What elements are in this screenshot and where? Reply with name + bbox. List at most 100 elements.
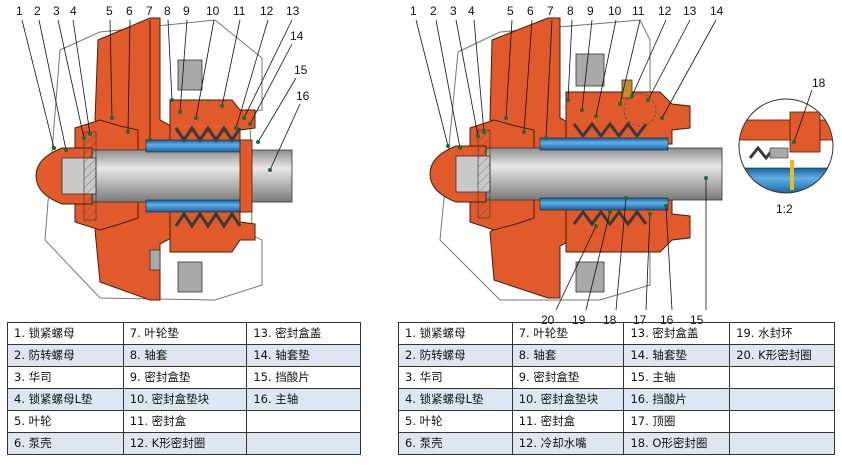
k-seal-top-right [572, 121, 648, 139]
table-row: 1. 锁紧螺母 7. 叶轮垫 13. 密封盒盖 [7, 322, 361, 345]
table-row: 5. 叶轮 11. 密封盒 [7, 410, 361, 433]
callout-r13: 13 [683, 4, 697, 18]
callout-r7: 7 [547, 4, 554, 18]
table-cell: 12. 冷却水嘴 [511, 432, 625, 455]
table-cell: 13. 密封盒盖 [246, 322, 361, 345]
parts-table-right: 1. 锁紧螺母 7. 叶轮垫 13. 密封盒盖 19. 水封环 2. 防转螺母 … [398, 322, 835, 455]
table-cell: 14. 轴套垫 [623, 344, 731, 367]
table-row: 5. 叶轮 11. 密封盒 17. 顶圈 [398, 410, 835, 433]
table-cell: 4. 锁紧螺母L垫 [398, 388, 513, 411]
callout-l9: 9 [183, 4, 190, 18]
main-shaft [91, 149, 293, 203]
table-cell: 11. 密封盒 [511, 410, 625, 433]
table-cell: 15. 挡酸片 [246, 366, 361, 389]
callout-r8: 8 [567, 4, 574, 18]
callout-r6: 6 [527, 4, 534, 18]
table-cell: 1. 锁紧螺母 [7, 322, 124, 345]
table-cell: 8. 轴套 [511, 344, 625, 367]
shaft-sleeve-bottom [145, 199, 251, 213]
table-cell: 16. 主轴 [246, 388, 361, 411]
table-cell: 13. 密封盒盖 [623, 322, 731, 345]
callout-r1: 1 [410, 4, 417, 18]
callout-r3: 3 [450, 4, 457, 18]
table-cell: 6. 泵壳 [7, 432, 124, 455]
callout-l4: 4 [70, 4, 77, 18]
table-row: 2. 防转螺母 8. 轴套 14. 轴套垫 [7, 344, 361, 367]
detail-callout: 18 [812, 76, 826, 90]
callout-r11: 11 [632, 4, 645, 18]
table-row: 3. 华司 9. 密封盒垫 15. 主轴 [398, 366, 835, 389]
callout-l16: 16 [296, 89, 310, 103]
k-seal-bottom [174, 211, 242, 229]
table-cell: 2. 防转螺母 [398, 344, 513, 367]
parts-table-left: 1. 锁紧螺母 7. 叶轮垫 13. 密封盒盖 2. 防转螺母 8. 轴套 14… [7, 322, 361, 455]
table-cell: 5. 叶轮 [7, 410, 124, 433]
callout-l15: 15 [294, 63, 308, 77]
table-cell: 1. 锁紧螺母 [398, 322, 513, 345]
callout-r10: 10 [608, 4, 622, 18]
table-cell: 7. 叶轮垫 [122, 322, 248, 345]
table-cell: 6. 泵壳 [398, 432, 513, 455]
callout-l10: 10 [206, 4, 220, 18]
table-cell: 10. 密封盒垫块 [511, 388, 625, 411]
callout-r2: 2 [430, 4, 437, 18]
callout-l3: 3 [53, 4, 60, 18]
table-row: 1. 锁紧螺母 7. 叶轮垫 13. 密封盒盖 19. 水封环 [398, 322, 835, 345]
table-cell: 5. 叶轮 [398, 410, 513, 433]
table-cell: 12. K形密封圈 [122, 432, 248, 455]
shaft-sleeve-bottom-right [539, 197, 669, 211]
detail-scale: 1:2 [776, 202, 793, 216]
callout-l7: 7 [146, 4, 153, 18]
table-cell: 18. O形密封圈 [623, 432, 731, 455]
callout-r5: 5 [507, 4, 514, 18]
table-cell: 8. 轴套 [122, 344, 248, 367]
callout-l5: 5 [106, 4, 113, 18]
left-assembly [35, 17, 293, 301]
table-cell [729, 388, 835, 411]
table-row: 3. 华司 9. 密封盒垫 15. 挡酸片 [7, 366, 361, 389]
right-assembly [429, 17, 723, 301]
table-cell: 15. 主轴 [623, 366, 731, 389]
table-cell: 11. 密封盒 [122, 410, 248, 433]
callout-l6: 6 [126, 4, 133, 18]
table-row: 2. 防转螺母 8. 轴套 14. 轴套垫 20. K形密封圈 [398, 344, 835, 367]
table-row: 4. 锁紧螺母L垫 10. 密封盒垫块 16. 主轴 [7, 388, 361, 411]
table-cell [729, 410, 835, 433]
table-cell: 9. 密封盒垫 [511, 366, 625, 389]
k-seal-bottom-right [572, 209, 648, 227]
callout-l8: 8 [164, 4, 171, 18]
table-row: 6. 泵壳 12. 冷却水嘴 18. O形密封圈 [398, 432, 835, 455]
left-callouts: 1 2 3 4 5 6 7 8 9 10 11 12 13 14 15 16 [16, 4, 310, 172]
table-cell: 3. 华司 [7, 366, 124, 389]
k-seal-top [174, 125, 242, 143]
table-cell: 3. 华司 [398, 366, 513, 389]
callout-l12: 12 [260, 4, 274, 18]
table-cell: 2. 防转螺母 [7, 344, 124, 367]
shaft-sleeve-top-right [539, 137, 669, 151]
table-cell: 9. 密封盒垫 [122, 366, 248, 389]
table-cell [729, 432, 835, 455]
callout-l13: 13 [286, 4, 300, 18]
callout-r9: 9 [587, 4, 594, 18]
callout-l1: 1 [16, 4, 23, 18]
table-cell: 16. 挡酸片 [623, 388, 731, 411]
table-cell: 19. 水封环 [729, 322, 835, 345]
table-cell: 20. K形密封圈 [729, 344, 835, 367]
callout-r4: 4 [468, 4, 475, 18]
seal-box-lower [169, 205, 256, 253]
table-cell: 4. 锁紧螺母L垫 [7, 388, 124, 411]
callout-l11: 11 [233, 4, 246, 18]
table-cell [729, 366, 835, 389]
table-cell: 10. 密封盒垫块 [122, 388, 248, 411]
table-cell [246, 432, 361, 455]
shaft-sleeve-top [145, 139, 251, 153]
table-row: 6. 泵壳 12. K形密封圈 [7, 432, 361, 455]
callout-l2: 2 [34, 4, 41, 18]
detail-view: 18 1:2 [738, 76, 834, 216]
callout-l14: 14 [290, 29, 304, 43]
table-cell: 17. 顶圈 [623, 410, 731, 433]
table-cell: 14. 轴套垫 [246, 344, 361, 367]
table-row: 4. 锁紧螺母L垫 10. 密封盒垫块 16. 挡酸片 [398, 388, 835, 411]
main-shaft-right [485, 147, 723, 201]
